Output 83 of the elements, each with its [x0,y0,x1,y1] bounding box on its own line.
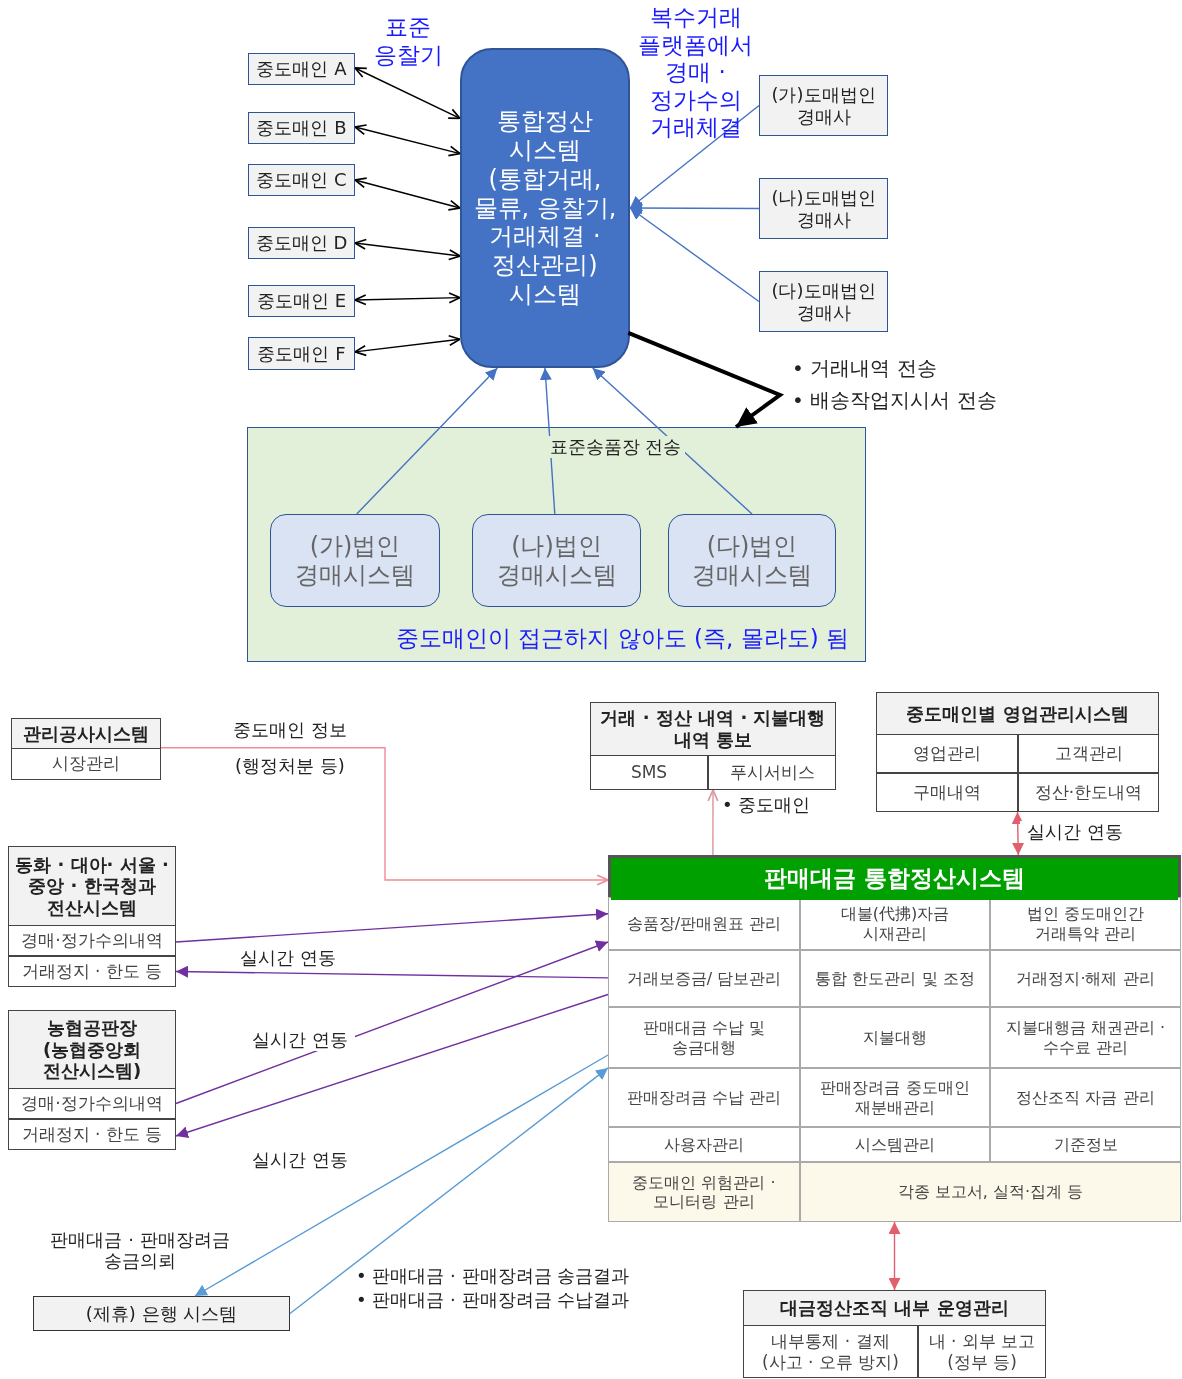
module-cell: 사용자관리 [608,1127,800,1162]
system-table [11,718,161,780]
title-bar: 판매대금 통합정산시스템 [611,858,1178,900]
arrow [175,940,609,1105]
module-cell: 시스템관리 [800,1127,990,1162]
module-cell: 대불(代拂)자금 시재관리 [800,897,990,950]
arrow [707,789,719,856]
arrow [354,177,461,211]
arrow [289,1067,609,1315]
arrow [354,334,461,357]
table-header: 관리공사시스템 [12,719,160,749]
edge-label: 중도매인 정보 (행정처분 등) [232,718,348,778]
module-cell: 정산조직 자금 관리 [990,1068,1181,1127]
system-table [876,692,1159,812]
bullet-note: • 거래내역 전송 [792,356,937,380]
module-cell: 지불대행 [800,1007,990,1068]
table-cell-text: 시장관리 [51,752,121,776]
system-box: (다)법인 경매시스템 [668,514,836,607]
module-cell: 거래정지·해제 관리 [990,950,1181,1007]
table-cell: 구매내역 [876,773,1018,812]
entity-box: (나)도매법인 경매사 [759,178,888,239]
entity-box: (가)도매법인 경매사 [759,75,888,136]
arrow [629,207,760,303]
table-header: 농협공판장 (농협중앙회 전산시스템) [9,1011,175,1089]
module-cell: 판매장려금 중도매인 재분배관리 [800,1068,990,1127]
table-cell: 고객관리 [1018,734,1159,773]
entity-box: 중도매인 E [248,285,355,317]
module-cell: 통합 한도관리 및 조정 [800,950,990,1007]
system-table [608,855,1181,1222]
module-cell: 법인 중도매인간 거래특약 관리 [990,897,1181,950]
table-header: 대금정산조직 내부 운영관리 [744,1291,1045,1326]
table-header: 중도매인별 영업관리시스템 [877,693,1158,735]
module-cell: 지불대행금 채권관리 · 수수료 관리 [990,1007,1181,1068]
module-cell: 각종 보고서, 실적·집계 등 [800,1162,1181,1222]
system-table [590,702,836,790]
bullet-note: • 판매대금 · 판매장려금 송금결과 [356,1265,630,1287]
system-table [8,846,176,987]
entity-box: (다)도매법인 경매사 [759,271,888,332]
panel-note: 중도매인이 접근하지 않아도 (즉, 몰라도) 됨 [396,625,849,653]
arrow [194,1054,609,1297]
module-cell: 판매대금 수납 및 송금대행 [608,1007,800,1068]
system-box: (나)법인 경매시스템 [472,514,641,607]
arrow [1011,811,1025,856]
entity-box: 중도매인 B [248,112,355,144]
module-cell: 거래보증금/ 담보관리 [608,950,800,1007]
arrow [539,367,556,515]
arrow [354,67,461,120]
table-cell: 정산·한도내역 [1018,773,1159,812]
arrow [160,747,609,886]
panel-heading: 표준송품장 전송 [545,436,686,458]
arrow [175,993,609,1138]
module-cell: 기준정보 [990,1127,1181,1162]
arrow [629,202,760,215]
arrow [356,367,499,515]
panel [247,427,866,662]
table-header: 거래 · 정산 내역 · 지불대행 내역 통보 [591,703,835,756]
entity-box: 중도매인 C [248,164,355,196]
arrow [175,965,609,979]
bullet-note: • 판매대금 · 판매장려금 수납결과 [356,1289,630,1311]
system-table [743,1290,1046,1378]
system-table [8,1010,176,1150]
bullet-note: • 중도매인 [722,794,811,816]
arrow [354,238,461,261]
module-cell: 송품장/판매원표 관리 [608,897,800,950]
arrow [591,367,753,515]
edge-label: 판매대금 · 판매장려금 송금의뢰 [50,1228,230,1272]
annotation: 표준 응찰기 [372,14,444,70]
arrow [354,124,461,157]
entity-box: 중도매인 A [248,53,355,85]
module-cell: 중도매인 위험관리 · 모니터링 관리 [608,1162,800,1222]
entity-box: (제휴) 은행 시스템 [33,1296,290,1331]
arrow [627,330,785,429]
arrow [354,292,461,306]
arrow [175,908,609,943]
arrow [888,1221,901,1291]
system-box: (가)법인 경매시스템 [270,514,440,607]
entity-box: 중도매인 D [248,227,355,259]
system-box: 통합정산 시스템 (통합거래, 물류, 응찰기, 거래체결 · 정산관리) 시스템 [460,48,630,368]
module-cell: 판매장려금 수납 관리 [608,1068,800,1127]
bullet-note: • 배송작업지시서 전송 [792,388,997,412]
table-cell: 영업관리 [876,734,1018,773]
table-header: 동화 · 대아· 서울 · 중앙 · 한국청과 전산시스템 [9,847,175,926]
entity-box: 중도매인 F [248,337,355,370]
